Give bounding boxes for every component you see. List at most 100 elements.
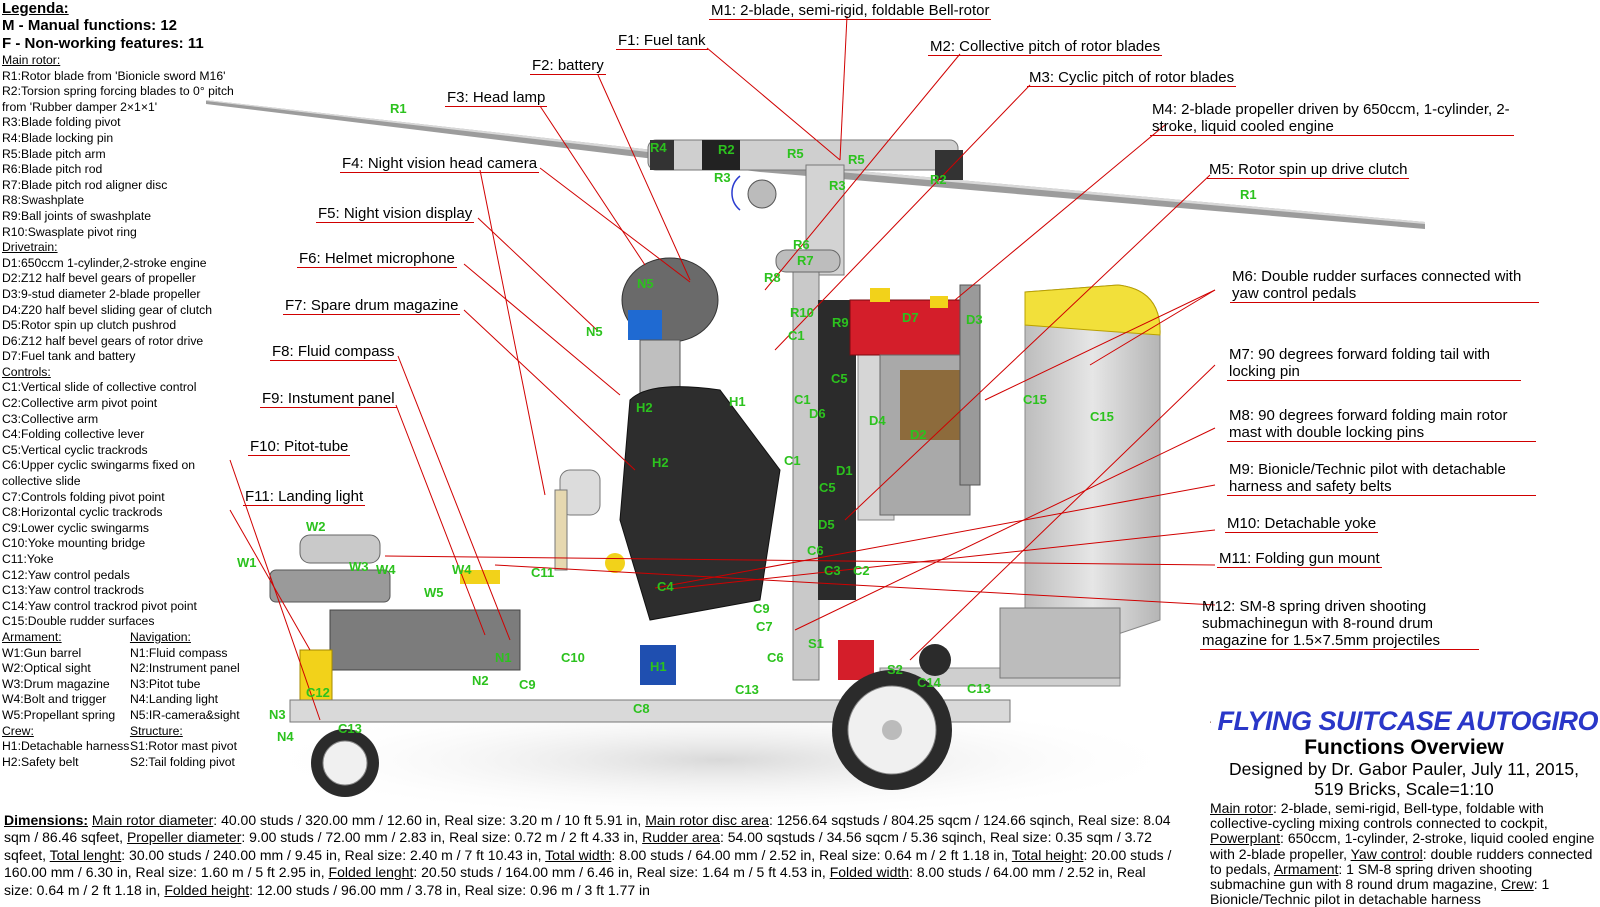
dimension-value: : 40.00 studs / 320.00 mm / 12.60 in, Re… <box>213 812 645 828</box>
callout-m9: M9: Bionicle/Technic pilot with detachab… <box>1227 461 1536 496</box>
dimension-label: Folded width <box>830 864 909 880</box>
dimensions-heading: Dimensions: <box>4 812 88 828</box>
part-label: C5 <box>819 480 836 495</box>
callout-f1: F1: Fuel tank <box>616 32 708 50</box>
legend-item: C8:Horizontal cyclic trackrods <box>2 505 242 521</box>
legend-item: C10:Yoke mounting bridge <box>2 536 242 552</box>
part-label: R7 <box>797 253 814 268</box>
legend-item: R9:Ball joints of swashplate <box>2 209 242 225</box>
structure-heading: Structure: <box>130 724 242 740</box>
legend: Legenda: M - Manual functions: 12 F - No… <box>2 0 242 770</box>
legend-item: R4:Blade locking pin <box>2 131 242 147</box>
dimension-value: : 8.00 studs / 64.00 mm / 2.52 in, Real … <box>611 847 1012 863</box>
summary-label: Crew <box>1501 876 1534 892</box>
title-box: FLYING SUITCASE AUTOGIRO Functions Overv… <box>1210 706 1598 907</box>
main-rotor-heading: Main rotor: <box>2 53 242 69</box>
callout-m2: M2: Collective pitch of rotor blades <box>928 38 1162 56</box>
part-label: N4 <box>277 729 294 744</box>
credit-line-2: 519 Bricks, Scale=1:10 <box>1210 779 1598 799</box>
callout-m3: M3: Cyclic pitch of rotor blades <box>1027 69 1236 87</box>
legend-item: C5:Vertical cyclic trackrods <box>2 443 242 459</box>
dimension-label: Total width <box>545 847 611 863</box>
callout-m12: M12: SM-8 spring driven shooting submach… <box>1200 598 1479 650</box>
part-label: N2 <box>472 673 489 688</box>
brand-title: FLYING SUITCASE AUTOGIRO <box>1217 706 1598 737</box>
part-label: D3 <box>966 312 983 327</box>
callout-f7: F7: Spare drum magazine <box>283 297 460 315</box>
part-label: R5 <box>848 152 865 167</box>
part-label: W5 <box>424 585 444 600</box>
part-label: C15 <box>1023 392 1047 407</box>
part-label: D7 <box>902 310 919 325</box>
legend-item: W5:Propellant spring <box>2 708 130 724</box>
legend-item: C6:Upper cyclic swingarms fixed on colle… <box>2 458 242 489</box>
part-label: D4 <box>869 413 886 428</box>
callout-f11: F11: Landing light <box>243 488 365 506</box>
legend-item: C11:Yoke <box>2 552 242 568</box>
part-label: C1 <box>794 392 811 407</box>
part-label: R1 <box>390 101 407 116</box>
part-label: C14 <box>917 675 942 690</box>
credit: Designed by Dr. Gabor Pauler, July 11, 2… <box>1210 759 1598 799</box>
part-label: C9 <box>753 601 770 616</box>
part-label: H1 <box>650 659 667 674</box>
part-label: C15 <box>1090 409 1114 424</box>
callout-f5: F5: Night vision display <box>316 205 474 223</box>
dimension-label: Total height <box>1012 847 1084 863</box>
part-label: R2 <box>930 172 947 187</box>
legend-item: R6:Blade pitch rod <box>2 162 242 178</box>
legend-item: C1:Vertical slide of collective control <box>2 380 242 396</box>
part-label: W3 <box>349 559 369 574</box>
part-label: R10 <box>790 305 814 320</box>
legend-item: S2:Tail folding pivot <box>130 755 242 771</box>
legend-item: C4:Folding collective lever <box>2 427 242 443</box>
legend-title: Legenda: <box>2 0 242 17</box>
part-label: N5 <box>637 276 654 291</box>
part-label: R3 <box>829 178 846 193</box>
dimension-label: Folded height <box>164 882 249 898</box>
part-label: R9 <box>832 315 849 330</box>
summary-label: Main rotor <box>1210 800 1273 816</box>
callout-f6: F6: Helmet microphone <box>297 250 457 268</box>
dimensions-rows: Main rotor diameter: 40.00 studs / 320.0… <box>4 812 1171 898</box>
part-label: N3 <box>269 707 286 722</box>
brand: FLYING SUITCASE AUTOGIRO <box>1210 706 1598 737</box>
callout-m10: M10: Detachable yoke <box>1225 515 1378 533</box>
summary-label: Yaw control <box>1351 846 1423 862</box>
part-label: H2 <box>636 400 653 415</box>
dimensions-block: Dimensions: Main rotor diameter: 40.00 s… <box>4 812 1174 899</box>
legend-item: R5:Blade pitch arm <box>2 147 242 163</box>
legend-item: C13:Yaw control trackrods <box>2 583 242 599</box>
credit-line-1: Designed by Dr. Gabor Pauler, July 11, 2… <box>1210 759 1598 779</box>
dimension-label: Main rotor disc area <box>645 812 769 828</box>
dimension-label: Propeller diameter <box>127 829 241 845</box>
part-label: S1 <box>808 636 824 651</box>
part-label: C3 <box>824 563 841 578</box>
part-label: R5 <box>787 146 804 161</box>
legend-item: C14:Yaw control trackrod pivot point <box>2 599 242 615</box>
part-label: H2 <box>652 455 669 470</box>
legend-item: R3:Blade folding pivot <box>2 115 242 131</box>
part-label: W2 <box>306 519 326 534</box>
part-label: C13 <box>338 721 362 736</box>
legend-item: R1:Rotor blade from 'Bionicle sword M16' <box>2 69 242 85</box>
callout-f4: F4: Night vision head camera <box>340 155 539 173</box>
part-label: C8 <box>633 701 650 716</box>
legend-item: C2:Collective arm pivot point <box>2 396 242 412</box>
legend-item: D6:Z12 half bevel gears of rotor drive <box>2 334 242 350</box>
legend-item: W3:Drum magazine <box>2 677 130 693</box>
summary-label: Powerplant <box>1210 830 1280 846</box>
callout-m4: M4: 2-blade propeller driven by 650ccm, … <box>1150 101 1514 136</box>
manual-count: M - Manual functions: 12 <box>2 17 242 35</box>
dimension-value: : 30.00 studs / 240.00 mm / 9.45 in, Rea… <box>121 847 545 863</box>
part-label: C13 <box>735 682 759 697</box>
part-label: W4 <box>452 562 472 577</box>
dimension-value: : 12.00 studs / 96.00 mm / 3.78 in, Real… <box>249 882 650 898</box>
